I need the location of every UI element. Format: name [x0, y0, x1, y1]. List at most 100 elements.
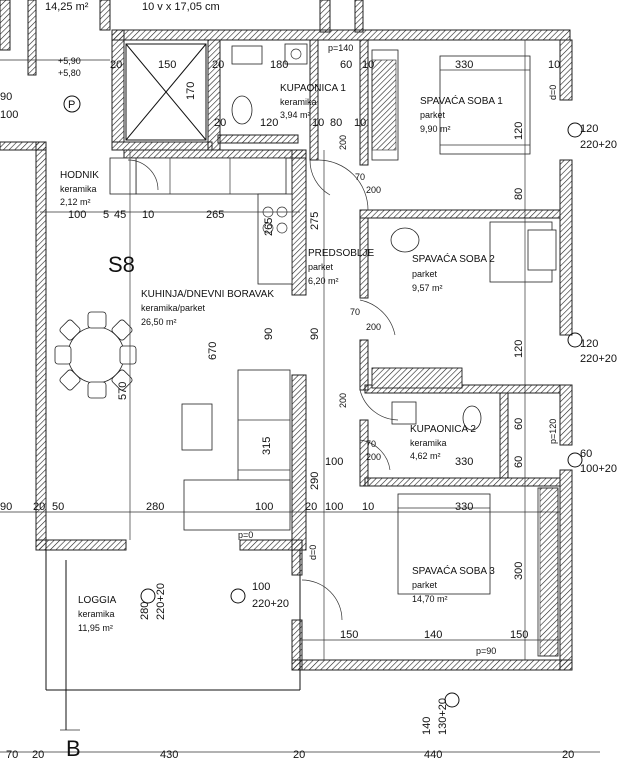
opening-label: p=90 — [476, 646, 496, 656]
svg-text:120: 120 — [513, 122, 525, 140]
room-area: 4,62 m² — [410, 451, 441, 461]
dims-lower-row: 90 20 50 280 100 20 100 10 330 100 330 — [0, 456, 473, 513]
room-spavaca-soba-3: SPAVAĆA SOBA 3 parket 14,70 m² — [412, 564, 495, 604]
dims-bottom: 70 20 430 20 440 20 — [6, 749, 574, 761]
svg-text:275: 275 — [309, 212, 321, 230]
furniture — [54, 43, 559, 657]
dims-top: 20 150 20 180 60 10 330 10 — [110, 59, 560, 71]
room-area: 26,50 m² — [141, 317, 177, 327]
dims-mid-h: 100 5 45 10 265 20 120 10 80 10 — [68, 117, 366, 221]
svg-text:100: 100 — [255, 501, 273, 513]
room-floor: keramika — [78, 609, 115, 619]
svg-text:280: 280 — [146, 501, 164, 513]
parking-symbol: P — [68, 99, 75, 111]
svg-text:265: 265 — [206, 209, 224, 221]
svg-text:120: 120 — [260, 117, 278, 129]
opening-label: 120 — [580, 338, 598, 350]
loggia-outline — [45, 550, 301, 691]
room-area: 9,90 m² — [420, 124, 451, 134]
header-area: 14,25 m² — [45, 1, 89, 13]
svg-text:100: 100 — [68, 209, 86, 221]
room-name: SPAVAĆA SOBA 2 — [412, 252, 495, 265]
room-name: KUHINJA/DNEVNI BORAVAK — [141, 289, 274, 300]
svg-text:20: 20 — [562, 749, 574, 761]
opening-label: 120 — [580, 123, 598, 135]
svg-text:20: 20 — [305, 501, 317, 513]
svg-text:170: 170 — [185, 82, 197, 100]
svg-text:330: 330 — [455, 501, 473, 513]
door-label: 200 — [366, 185, 381, 195]
svg-text:315: 315 — [261, 437, 273, 455]
svg-text:570: 570 — [117, 382, 129, 400]
svg-text:60: 60 — [340, 59, 352, 71]
svg-text:90: 90 — [263, 328, 275, 340]
svg-text:20: 20 — [293, 749, 305, 761]
room-floor: parket — [420, 110, 446, 120]
svg-text:100: 100 — [0, 109, 18, 121]
door-label: 70 — [366, 439, 376, 449]
room-floor: keramika — [280, 97, 317, 107]
opening-label: 100+20 — [580, 463, 617, 475]
svg-text:10: 10 — [362, 59, 374, 71]
room-floor: parket — [412, 269, 438, 279]
opening-label: 60 — [580, 448, 592, 460]
opening-label: 220+20 — [252, 598, 289, 610]
room-hodnik: HODNIK keramika 2,12 m² — [60, 170, 99, 207]
room-kupaonica-1: KUPAONICA 1 keramika 3,94 m² — [280, 83, 346, 120]
svg-text:80: 80 — [513, 188, 525, 200]
svg-text:150: 150 — [340, 629, 358, 641]
room-name: KUPAONICA 2 — [410, 424, 476, 435]
svg-text:20: 20 — [214, 117, 226, 129]
room-floor: parket — [308, 262, 334, 272]
svg-text:10: 10 — [548, 59, 560, 71]
svg-text:5: 5 — [103, 209, 109, 221]
svg-text:140: 140 — [424, 629, 442, 641]
svg-text:150: 150 — [158, 59, 176, 71]
svg-text:70: 70 — [6, 749, 18, 761]
door-label: 70 — [350, 307, 360, 317]
room-name: PREDSOBLJE — [308, 248, 374, 259]
opening-labels: p=140 p=90 p=0 d=0 d=0 p=120 120 220+20 … — [139, 43, 617, 735]
room-spavaca-soba-1: SPAVAĆA SOBA 1 parket 9,90 m² — [420, 94, 503, 134]
svg-text:45: 45 — [114, 209, 126, 221]
svg-text:440: 440 — [424, 749, 442, 761]
room-floor: keramika/parket — [141, 303, 206, 313]
svg-text:290: 290 — [309, 472, 321, 490]
dims-right-v: 120 80 120 60 60 — [513, 122, 525, 468]
opening-label: 280 — [139, 602, 151, 620]
elevator-shaft — [125, 43, 207, 141]
svg-text:10: 10 — [362, 501, 374, 513]
window-strips — [371, 59, 559, 657]
level-b: +5,80 — [58, 68, 81, 78]
opening-label: 220+20 — [155, 583, 167, 620]
room-name: SPAVAĆA SOBA 1 — [420, 94, 503, 107]
opening-markers — [63, 95, 583, 708]
opening-label: p=140 — [328, 43, 353, 53]
svg-text:90: 90 — [309, 328, 321, 340]
svg-text:670: 670 — [207, 342, 219, 360]
svg-text:10: 10 — [142, 209, 154, 221]
room-area: 2,12 m² — [60, 197, 91, 207]
svg-text:265: 265 — [263, 218, 275, 236]
room-area: 6,20 m² — [308, 276, 339, 286]
room-loggia: LOGGIA keramika 11,95 m² — [78, 595, 117, 633]
opening-label: 220+20 — [580, 353, 617, 365]
room-floor: parket — [412, 580, 438, 590]
opening-label: p=120 — [548, 419, 558, 444]
unit-label: S8 — [108, 252, 135, 277]
dims-mid-v: 170 275 265 90 90 670 570 315 290 300 — [117, 82, 525, 580]
opening-label: 140 — [421, 717, 433, 735]
section-mark: B — [66, 736, 81, 761]
room-area: 14,70 m² — [412, 594, 448, 604]
door-label: 200 — [338, 393, 348, 408]
opening-label: 100 — [252, 581, 270, 593]
svg-text:120: 120 — [513, 340, 525, 358]
room-kuhinja-dnevni-boravak: KUHINJA/DNEVNI BORAVAK keramika/parket 2… — [141, 289, 274, 327]
walls — [0, 0, 573, 671]
svg-text:90: 90 — [0, 91, 12, 103]
room-kupaonica-2: KUPAONICA 2 keramika 4,62 m² — [410, 424, 476, 461]
room-name: KUPAONICA 1 — [280, 83, 346, 94]
room-predsoblje: PREDSOBLJE parket 6,20 m² — [308, 248, 374, 286]
door-label: 70 — [355, 172, 365, 182]
